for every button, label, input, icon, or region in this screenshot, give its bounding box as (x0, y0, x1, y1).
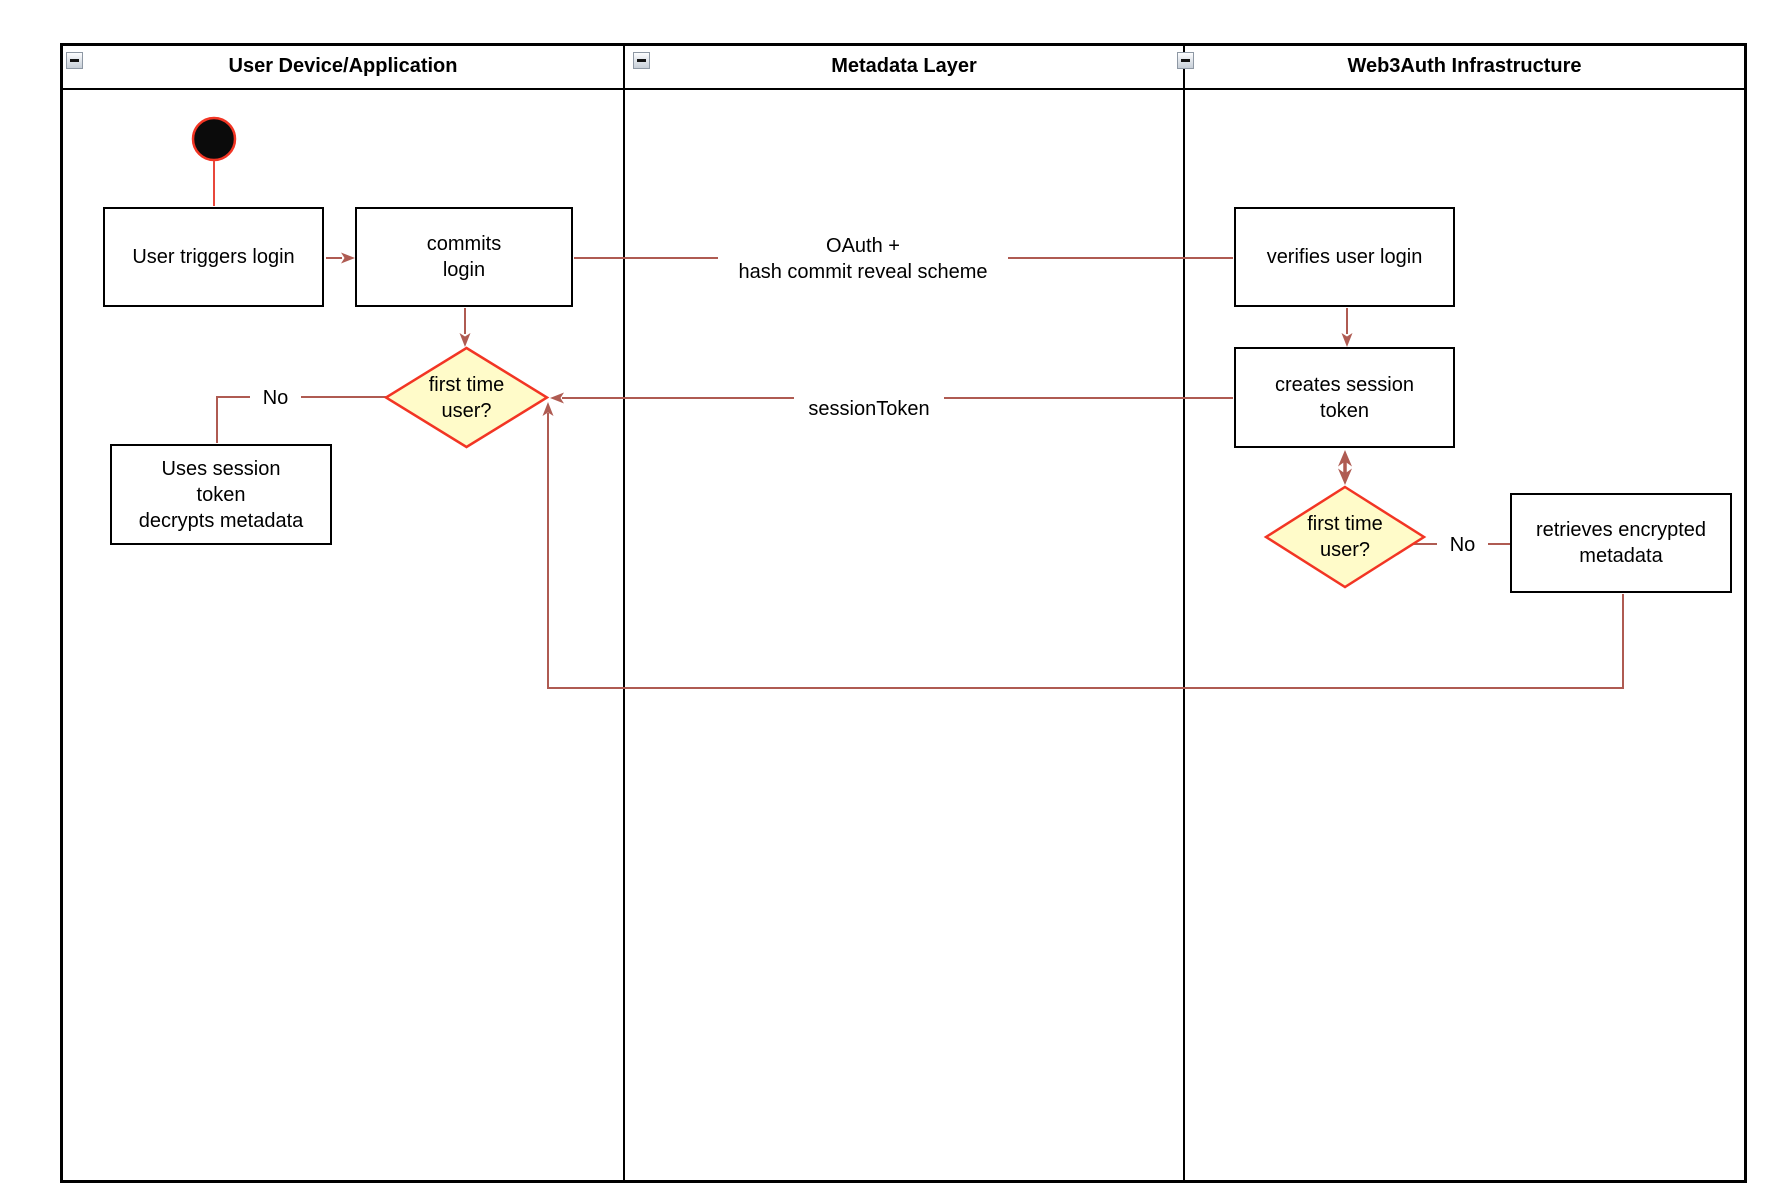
edge-label-oauth: OAuth + hash commit reveal scheme (718, 233, 1008, 285)
node-label: creates session token (1275, 373, 1414, 422)
lane-title-user-device: User Device/Application (228, 55, 458, 77)
collapse-icon[interactable] (633, 52, 650, 69)
collapse-icon[interactable] (1177, 52, 1194, 69)
swimlane-pool (60, 43, 1747, 1183)
lane-header-underline (60, 88, 1747, 90)
activity-verifies-user-login[interactable]: verifies user login (1234, 207, 1455, 307)
node-label: User triggers login (132, 246, 295, 268)
decision-first-time-user-2[interactable] (1263, 485, 1427, 589)
edge-label-no-second: No (1437, 533, 1488, 557)
edge-label-session-token: sessionToken (794, 396, 944, 422)
lane-divider-2 (1183, 43, 1185, 1183)
collapse-icon[interactable] (66, 52, 83, 69)
arrowhead (550, 392, 564, 404)
start-node[interactable] (191, 116, 237, 162)
arrowhead (1338, 468, 1352, 485)
arrowhead (1341, 333, 1353, 347)
lane-divider-1 (623, 43, 625, 1183)
activity-uses-session-token[interactable]: Uses session token decrypts metadata (110, 444, 332, 545)
node-label: commits login (426, 233, 502, 281)
lane-title-metadata-layer: Metadata Layer (831, 55, 977, 77)
arrowhead (459, 333, 471, 347)
activity-creates-session-token[interactable]: creates session token (1234, 347, 1455, 448)
lane-title-web3auth-infrastructure: Web3Auth Infrastructure (1347, 55, 1582, 77)
minus-icon (637, 59, 646, 62)
decision-first-time-user-1[interactable] (383, 346, 550, 449)
decision-label-first-time-user-2: first time user? (1307, 513, 1383, 561)
node-label: verifies user login (1266, 246, 1423, 268)
edge-decision1-no (216, 396, 386, 443)
minus-icon (70, 59, 79, 62)
minus-icon (1181, 59, 1190, 62)
activity-retrieves-encrypted-metadata[interactable]: retrieves encrypted metadata (1510, 493, 1732, 593)
arrowhead (1338, 450, 1352, 467)
decision-label-first-time-user-1: first time user? (428, 373, 505, 422)
arrowhead (341, 252, 355, 264)
node-label: Uses session token decrypts metadata (138, 457, 304, 532)
activity-user-triggers-login[interactable]: User triggers login (103, 207, 324, 307)
arrowhead (542, 402, 554, 416)
edge-feedback-loop (547, 413, 1624, 689)
edge-label-no-first: No (250, 386, 301, 410)
activity-commits-login[interactable]: commits login (355, 207, 573, 307)
node-label: retrieves encrypted metadata (1535, 519, 1707, 567)
